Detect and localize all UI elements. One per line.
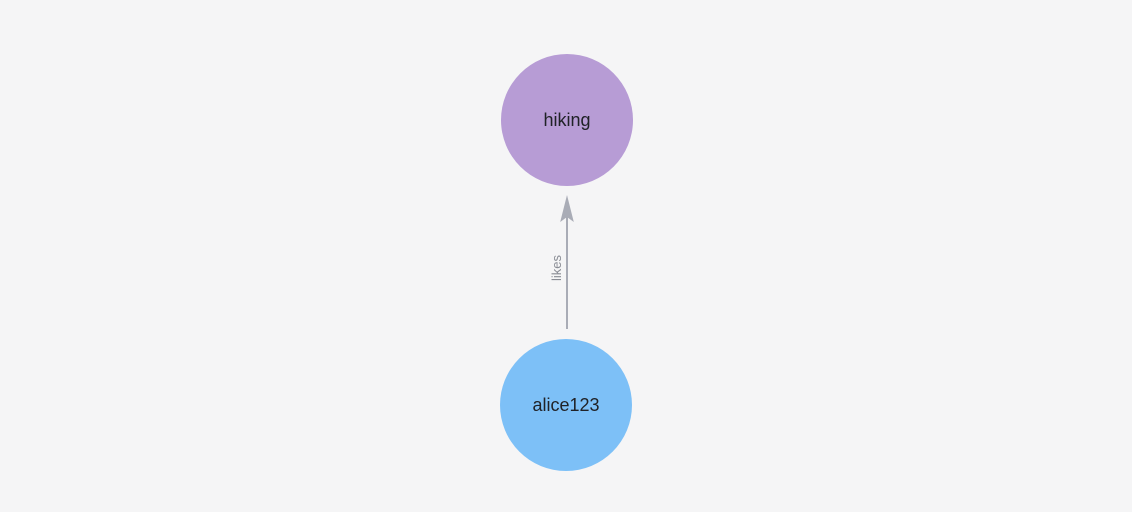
arrowhead-icon xyxy=(560,195,574,222)
node-circle[interactable] xyxy=(501,54,633,186)
node-hiking[interactable]: hiking xyxy=(501,54,633,186)
node-label: hiking xyxy=(543,110,590,130)
node-alice123[interactable]: alice123 xyxy=(500,339,632,471)
node-label: alice123 xyxy=(532,395,599,415)
node-circle[interactable] xyxy=(500,339,632,471)
edge-likes[interactable]: likes xyxy=(549,195,574,329)
edge-label: likes xyxy=(549,255,564,282)
